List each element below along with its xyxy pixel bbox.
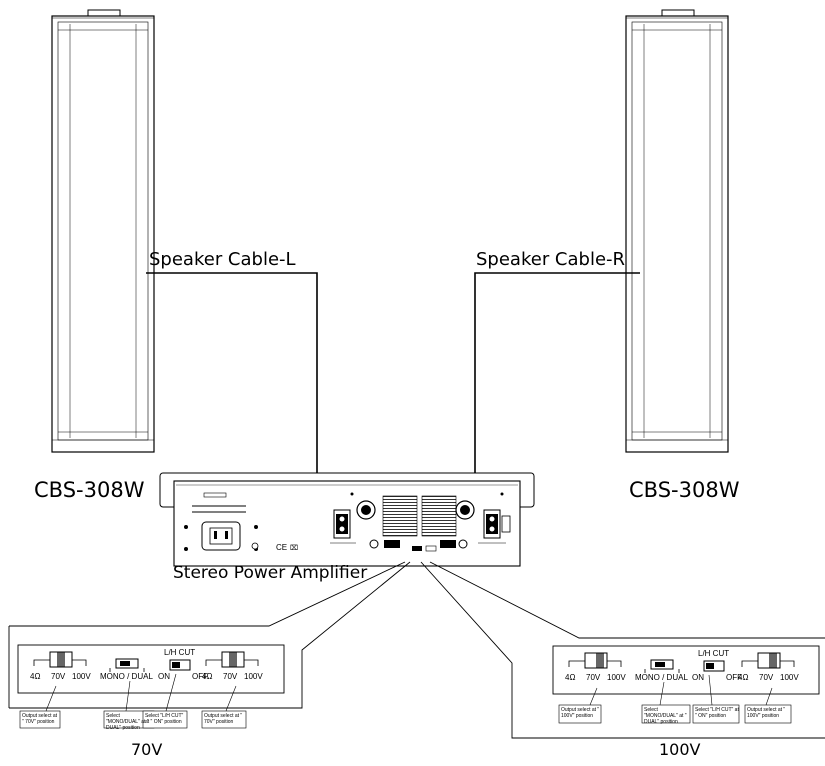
left-speaker-model: CBS-308W bbox=[34, 478, 145, 502]
cut-on-label: ON bbox=[158, 672, 170, 681]
note-lh-cut: Select "L/H CUT" at " ON" position bbox=[695, 707, 739, 719]
note-output-select: Output select at " 70V" position bbox=[22, 713, 58, 725]
output2-70v-label: 70V bbox=[223, 672, 238, 681]
right-speaker-model: CBS-308W bbox=[629, 478, 740, 502]
amplifier: CE ⌧ bbox=[159, 472, 535, 567]
cut-off-label: OFF bbox=[192, 672, 208, 681]
left-speaker bbox=[51, 9, 155, 453]
output2-4ohm-label: 4Ω bbox=[738, 673, 749, 682]
output-4ohm-label: 4Ω bbox=[565, 673, 576, 682]
output2-70v-label: 70V bbox=[759, 673, 774, 682]
output-100v-label: 100V bbox=[607, 673, 626, 682]
cut-on-label: ON bbox=[692, 673, 704, 682]
note-mono-dual: Select "MONO/DUAL" at " DUAL" position bbox=[106, 713, 149, 731]
left-cable-label: Speaker Cable-L bbox=[149, 249, 296, 270]
output2-100v-label: 100V bbox=[780, 673, 799, 682]
right-cable-label: Speaker Cable-R bbox=[476, 249, 626, 270]
output-100v-label: 100V bbox=[72, 672, 91, 681]
output-4ohm-label: 4Ω bbox=[30, 672, 41, 681]
panel-70v-caption: 70V bbox=[131, 740, 163, 759]
panel-100v-caption: 100V bbox=[659, 740, 701, 759]
mono-dual-label: MONO / DUAL bbox=[100, 672, 153, 681]
panel-100v-graphics bbox=[552, 645, 820, 724]
amplifier-label: Stereo Power Amplifier bbox=[173, 563, 368, 583]
note-mono-dual: Select "MONO/DUAL" at " DUAL" position bbox=[644, 707, 687, 725]
lh-cut-title: L/H CUT bbox=[698, 649, 730, 658]
output-70v-label: 70V bbox=[586, 673, 601, 682]
note-lh-cut: Select "L/H CUT" at " ON" position bbox=[145, 713, 184, 725]
cut-off-label: OFF bbox=[726, 673, 742, 682]
note-output-select-2: Output select at " 100V" position bbox=[747, 707, 786, 719]
svg-text:CE: CE bbox=[276, 543, 287, 552]
output-70v-label: 70V bbox=[51, 672, 66, 681]
note-output-select-2: Output select at " 70V" position bbox=[204, 713, 243, 725]
right-speaker bbox=[625, 9, 729, 453]
note-output-select: Output select at " 100V" position bbox=[561, 707, 600, 719]
callout-lines bbox=[8, 561, 825, 739]
lh-cut-title: L/H CUT bbox=[164, 648, 196, 657]
mono-dual-label: MONO / DUAL bbox=[635, 673, 688, 682]
panel-70v-graphics bbox=[17, 644, 285, 729]
output2-100v-label: 100V bbox=[244, 672, 263, 681]
output2-4ohm-label: 4Ω bbox=[202, 672, 213, 681]
svg-text:⌧: ⌧ bbox=[290, 544, 298, 552]
